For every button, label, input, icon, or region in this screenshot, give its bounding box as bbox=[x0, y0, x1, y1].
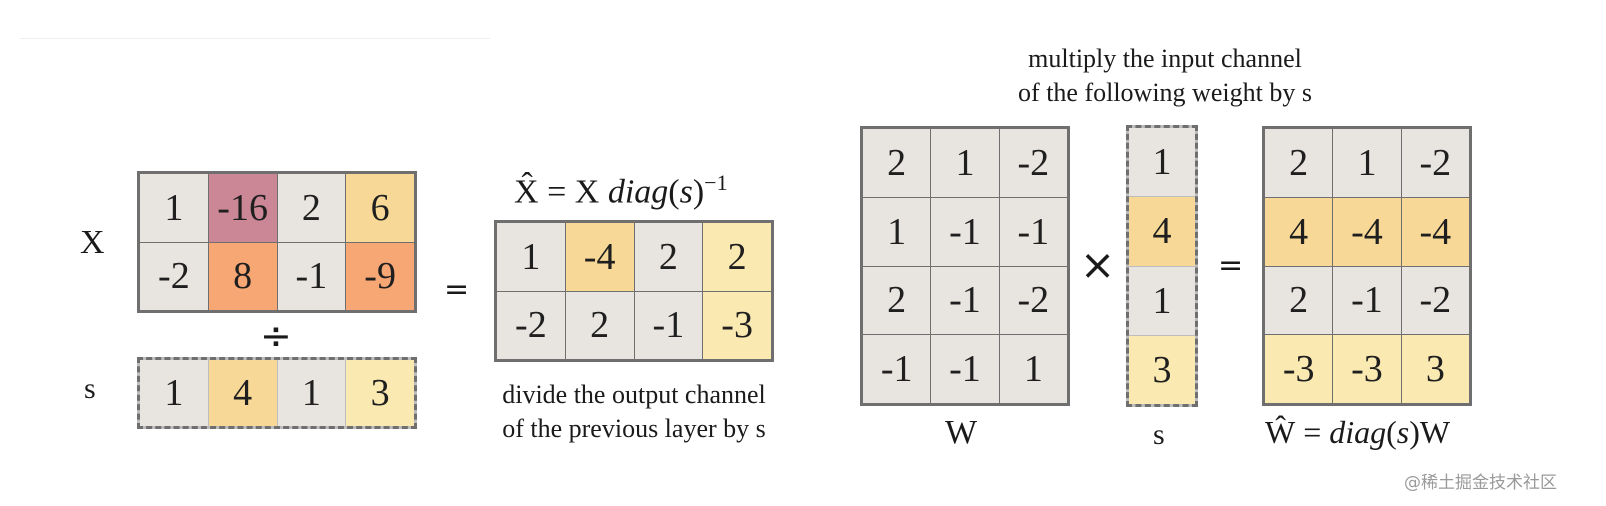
matrix-cell: 2 bbox=[1265, 129, 1333, 197]
matrix-cell: -2 bbox=[1401, 129, 1469, 197]
what-lhs: Ŵ bbox=[1265, 414, 1296, 450]
matrix-cell: 1 bbox=[1129, 128, 1195, 197]
caption-multiply: multiply the input channel of the follow… bbox=[980, 42, 1350, 110]
matrix-cell: 2 bbox=[277, 174, 346, 242]
xhat-paren-open: ( bbox=[668, 173, 680, 211]
caption-divide-line1: divide the output channel bbox=[502, 380, 766, 409]
s-label-left: s bbox=[84, 372, 96, 405]
matrix-cell: -1 bbox=[277, 242, 346, 310]
matrix-cell: -4 bbox=[1333, 197, 1401, 266]
watermark: @稀土掘金技术社区 bbox=[1404, 473, 1557, 493]
matrix-cell: 3 bbox=[1401, 335, 1469, 403]
matrix-cell: -1 bbox=[634, 291, 703, 359]
matrix-cell: 1 bbox=[140, 174, 208, 242]
what-diag: diag bbox=[1329, 414, 1387, 450]
matrix-cell: 2 bbox=[634, 223, 703, 291]
xhat-paren-close: ) bbox=[692, 173, 705, 211]
matrix-cell: 1 bbox=[140, 360, 208, 426]
xhat-diag: diag bbox=[607, 173, 669, 211]
equals-right: = bbox=[1218, 248, 1244, 283]
matrix-cell: -4 bbox=[565, 223, 634, 291]
matrix-cell: 2 bbox=[703, 223, 771, 291]
w-label: W bbox=[945, 414, 978, 451]
matrix-cell: 3 bbox=[346, 360, 414, 426]
matrix-cell: -1 bbox=[931, 335, 999, 403]
matrix-cell: 4 bbox=[208, 360, 277, 426]
matrix-cell: 6 bbox=[346, 174, 414, 242]
matrix-cell: -1 bbox=[999, 197, 1067, 266]
matrix-cell: 1 bbox=[277, 360, 346, 426]
matrix-cell: -4 bbox=[1401, 197, 1469, 266]
matrix-cell: -1 bbox=[863, 335, 931, 403]
x-label: X bbox=[80, 224, 105, 261]
matrix-cell: 8 bbox=[208, 242, 277, 310]
matrix-cell: -16 bbox=[208, 174, 277, 242]
matrix-cell: 1 bbox=[999, 335, 1067, 403]
matrix-cell: 2 bbox=[565, 291, 634, 359]
caption-multiply-line2: of the following weight by s bbox=[1018, 78, 1312, 107]
what-w: W bbox=[1419, 414, 1451, 450]
caption-multiply-line1: multiply the input channel bbox=[1028, 44, 1302, 73]
matrix-cell: 2 bbox=[863, 266, 931, 335]
matrix-cell: -3 bbox=[1265, 335, 1333, 403]
xhat-formula: X̂ = X diag(s)−1 bbox=[514, 170, 728, 211]
equals-left: = bbox=[444, 272, 470, 307]
matrix-cell: 4 bbox=[1265, 197, 1333, 266]
matrix-cell: 3 bbox=[1129, 335, 1195, 404]
faint-top-rule bbox=[20, 38, 490, 39]
what-formula: Ŵ = diag(s)W bbox=[1265, 414, 1450, 451]
matrix-cell: 2 bbox=[1265, 266, 1333, 335]
s-label-right: s bbox=[1153, 418, 1165, 451]
xhat-exponent: −1 bbox=[704, 170, 728, 195]
matrix-cell: -9 bbox=[346, 242, 414, 310]
matrix-cell: -1 bbox=[1333, 266, 1401, 335]
matrix-cell: -1 bbox=[931, 197, 999, 266]
what-eq: = bbox=[1303, 414, 1322, 450]
xhat-eq: = bbox=[547, 173, 567, 211]
matrix-cell: -1 bbox=[931, 266, 999, 335]
matrix-cell: -3 bbox=[1333, 335, 1401, 403]
caption-divide: divide the output channel of the previou… bbox=[484, 378, 784, 446]
what-s: s bbox=[1396, 414, 1410, 450]
matrix-cell: -2 bbox=[497, 291, 565, 359]
matrix-cell: 1 bbox=[1333, 129, 1401, 197]
matrix-cell: -2 bbox=[999, 129, 1067, 197]
caption-divide-line2: of the previous layer by s bbox=[502, 414, 766, 443]
divide-symbol: ÷ bbox=[260, 314, 292, 358]
xhat-s: s bbox=[679, 173, 693, 211]
matrix-cell: 2 bbox=[863, 129, 931, 197]
matrix-cell: 1 bbox=[1129, 266, 1195, 335]
matrix-cell: 1 bbox=[931, 129, 999, 197]
matrix-cell: 1 bbox=[497, 223, 565, 291]
times-symbol: × bbox=[1080, 240, 1116, 289]
matrix-cell: -3 bbox=[703, 291, 771, 359]
xhat-x: X bbox=[574, 173, 600, 211]
matrix-cell: -2 bbox=[140, 242, 208, 310]
matrix-cell: 4 bbox=[1129, 197, 1195, 266]
matrix-cell: -2 bbox=[1401, 266, 1469, 335]
matrix-cell: 1 bbox=[863, 197, 931, 266]
matrix-cell: -2 bbox=[999, 266, 1067, 335]
what-paren-close: ) bbox=[1409, 414, 1420, 450]
xhat-lhs: X̂ bbox=[514, 173, 539, 211]
what-paren-open: ( bbox=[1386, 414, 1397, 450]
